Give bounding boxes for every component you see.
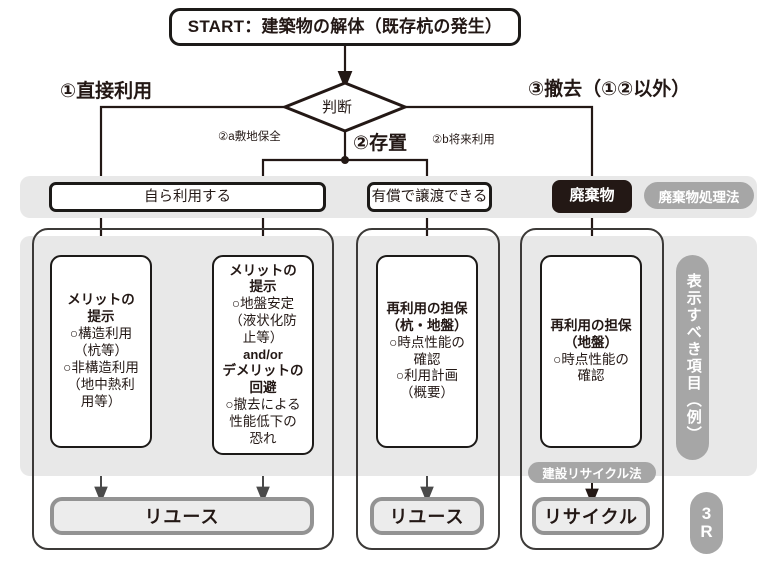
card-reuse-pile-ground[interactable]: 再利用の担保 （杭・地盤） ○時点性能の 確認 ○利用計画 （概要） (376, 255, 478, 448)
start-node[interactable]: START：建築物の解体（既存杭の発生） (169, 8, 521, 46)
card-merit-ground[interactable]: メリットの 提示 ○地盤安定 （液状化防 止等） and/or デメリットの 回… (212, 255, 314, 455)
card-reuse-ground-head: 再利用の担保 （地盤） (550, 317, 632, 350)
branch-label-future-use: ②b将来利用 (432, 134, 495, 146)
column-frame-removal (520, 228, 664, 550)
card-merit-structure[interactable]: メリットの 提示 ○構造利用 （杭等） ○非構造利用 （地中熱利 用等） (50, 255, 152, 448)
outcome-reuse-left[interactable]: リユース (50, 497, 314, 535)
card-merit-structure-body: ○構造利用 （杭等） ○非構造利用 （地中熱利 用等） (63, 326, 139, 409)
badge-display-items-suffix: （例） (684, 391, 702, 443)
lane-box-waste[interactable]: 廃棄物 (552, 180, 632, 213)
card-merit-structure-head: メリットの 提示 (67, 292, 135, 325)
column-frame-storage (356, 228, 500, 550)
column-frame-direct-use (32, 228, 334, 550)
badge-display-items-text: 表示すべき項目 (684, 272, 702, 392)
branch-label-direct-use: ①直接利用 (60, 81, 153, 102)
card-reuse-pile-ground-body: ○時点性能の 確認 ○利用計画 （概要） (389, 334, 465, 401)
badge-3r-line2: R (700, 522, 713, 541)
outcome-reuse-middle[interactable]: リユース (370, 497, 484, 535)
card-merit-ground-connector: and/or (243, 346, 283, 362)
card-demerit-avoid-head: デメリットの 回避 (222, 363, 304, 395)
badge-display-items: 表示すべき項目（例） (676, 255, 709, 460)
branch-label-storage: ②存置 (353, 133, 408, 154)
lane-box-paid-transfer[interactable]: 有償で譲渡できる (367, 182, 492, 212)
card-reuse-ground-body: ○時点性能の 確認 (553, 351, 629, 384)
branch-label-removal: ③撤去（①②以外） (528, 79, 691, 100)
badge-waste-management-law: 廃棄物処理法 (644, 182, 754, 209)
lane-box-self-use[interactable]: 自ら利用する (49, 182, 326, 212)
badge-3r-line1: 3 (701, 504, 712, 524)
badge-3r: 3 R (690, 492, 723, 554)
decision-label: 判断 (322, 99, 353, 116)
card-demerit-avoid-body: ○撤去による 性能低下の 恐れ (225, 396, 301, 446)
card-merit-ground-head: メリットの 提示 (229, 262, 297, 295)
branch-label-site-preservation: ②a敷地保全 (218, 131, 281, 143)
card-reuse-pile-ground-head: 再利用の担保 （杭・地盤） (386, 300, 468, 333)
card-reuse-ground[interactable]: 再利用の担保 （地盤） ○時点性能の 確認 (540, 255, 642, 448)
outcome-recycle[interactable]: リサイクル (532, 497, 650, 535)
card-merit-ground-body: ○地盤安定 （液状化防 止等） (229, 296, 297, 345)
badge-construction-recycle-law: 建設リサイクル法 (528, 462, 656, 483)
